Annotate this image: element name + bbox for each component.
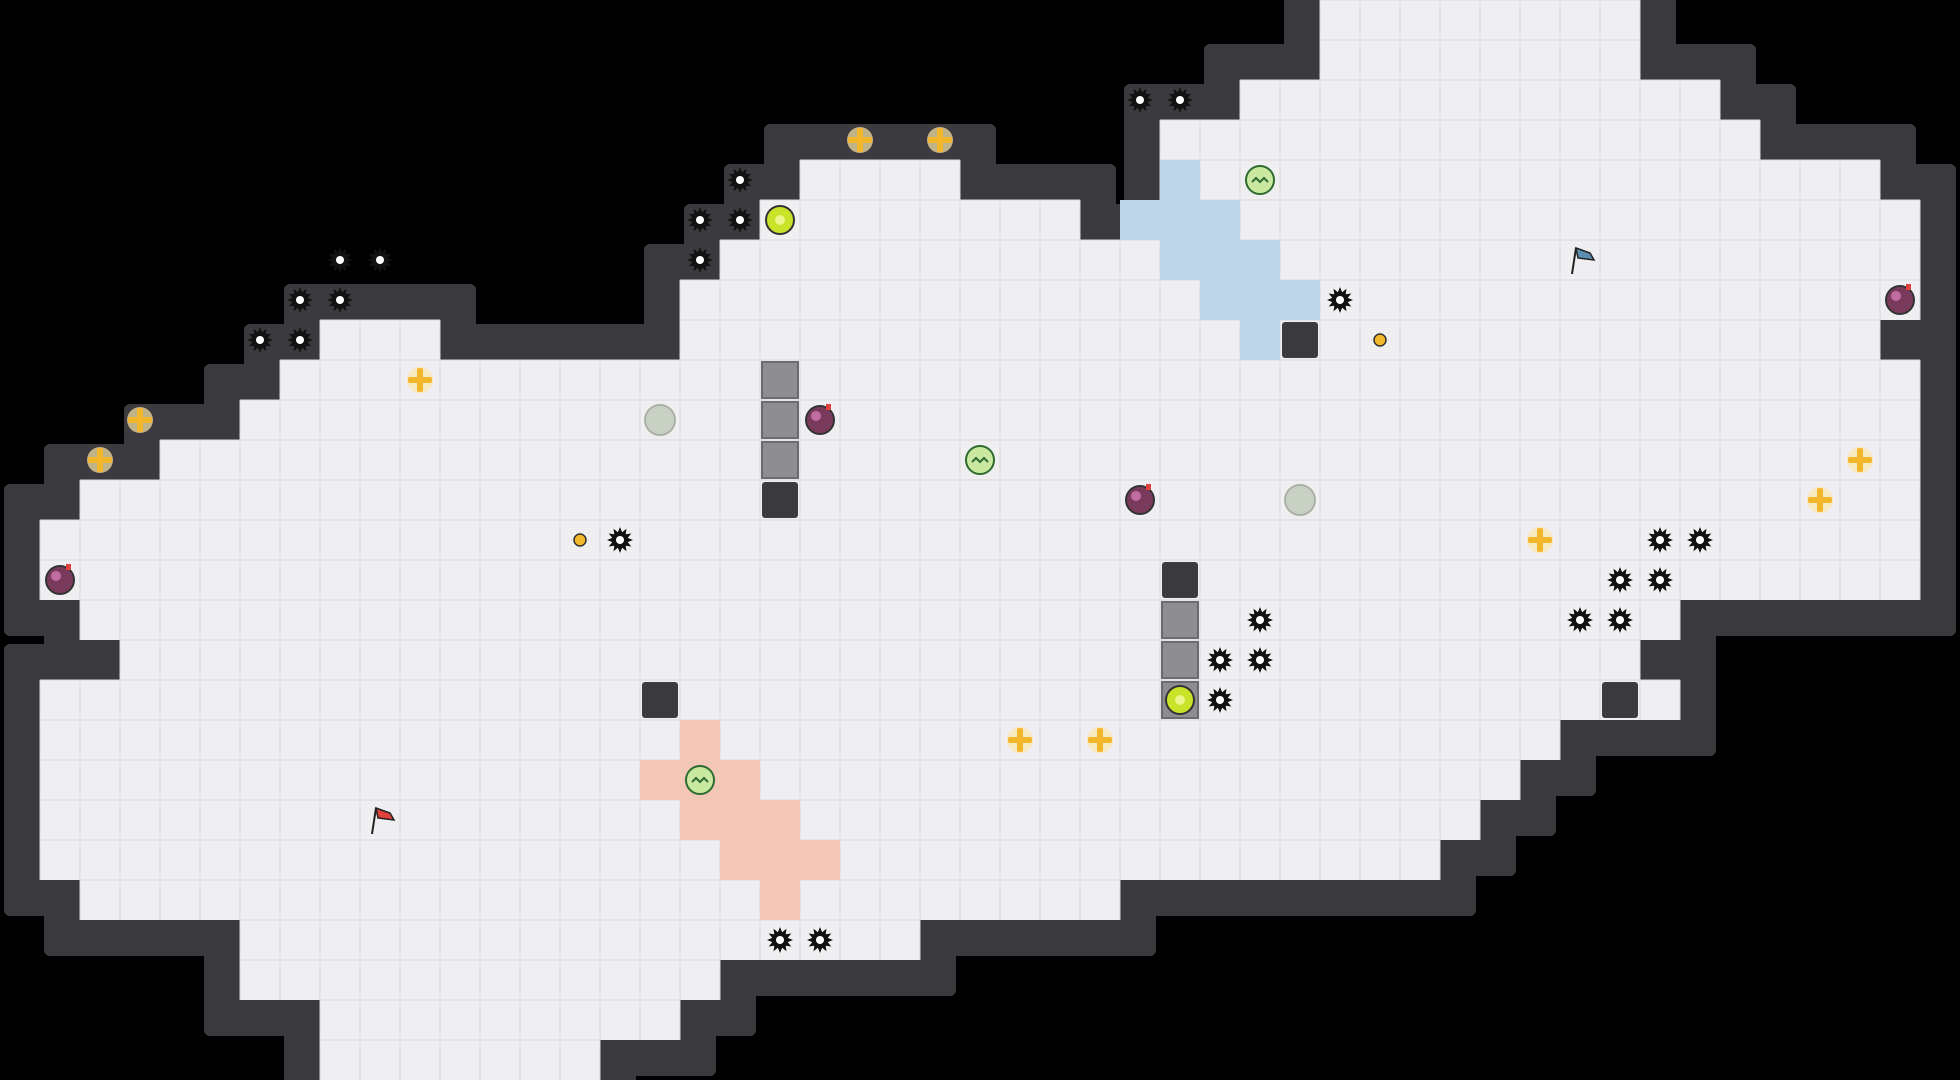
red-team-zone-tile [720,760,760,800]
spike-icon [1607,567,1633,593]
blue-team-zone-tile [1160,200,1200,240]
gate-tile [761,361,799,399]
blue-team-zone-tile [1240,240,1280,280]
red-team-zone-tile [760,880,800,920]
jukejuice-powerup-icon [685,765,715,795]
blue-team-zone-tile [1240,280,1280,320]
spike-icon [727,167,753,193]
wall-block [1602,682,1638,718]
wall-block [762,482,798,518]
blue-flag-icon [1571,246,1596,275]
spike-icon [1207,687,1233,713]
floor-strip [1160,200,1920,240]
floor-strip [320,1040,600,1080]
blue-team-zone-tile [1120,200,1160,240]
speed-boost-icon [927,127,953,153]
red-team-zone-tile [760,800,800,840]
floor-strip [40,560,1920,600]
speed-boost-icon [127,407,153,433]
gate-tile [761,441,799,479]
spike-icon [767,927,793,953]
red-team-zone-tile [720,800,760,840]
map-objects [45,87,1915,953]
jukejuice-powerup-icon [965,445,995,475]
spike-icon [1247,647,1273,673]
spike-icon [1607,607,1633,633]
blue-team-zone-tile [1200,240,1240,280]
red-flag-icon [371,806,396,835]
gate-tile [1161,641,1199,679]
red-team-zone-tile [640,760,680,800]
team-zones [640,160,1320,920]
gate-tile [761,401,799,439]
floor-strip [1160,120,1760,160]
blue-team-zone-tile [1160,240,1200,280]
portal-icon [1284,484,1316,516]
red-team-zone-tile [720,840,760,880]
speed-boost-icon [1007,727,1033,753]
jukejuice-powerup-icon [1245,165,1275,195]
spike-icon [727,207,753,233]
bomb-icon [1885,284,1915,315]
speed-boost-icon [1527,527,1553,553]
button-icon [573,533,587,547]
spike-icon [327,287,353,313]
red-team-zone-tile [680,720,720,760]
gate-tile [1161,601,1199,639]
spike-icon [1327,287,1353,313]
blue-team-zone-tile [1280,280,1320,320]
portal-icon [644,404,676,436]
spike-icon [1167,87,1193,113]
spike-icon [1647,567,1673,593]
floor-strip [280,360,1920,400]
gates [642,322,1638,719]
floor-strip [240,920,920,960]
wall-block [642,682,678,718]
spike-icon [327,247,353,273]
spike-icon [287,287,313,313]
spike-icon [287,327,313,353]
floor-strip [320,320,440,360]
red-team-zone-tile [760,840,800,880]
spike-icon [807,927,833,953]
spike-icon [1127,87,1153,113]
rolling-bomb-powerup-icon [765,205,795,235]
red-team-zone-tile [680,800,720,840]
rolling-bomb-powerup-icon [1165,685,1195,715]
speed-boost-icon [407,367,433,393]
spike-icon [1207,647,1233,673]
wall-block [1162,562,1198,598]
spike-icon [607,527,633,553]
spike-icon [1647,527,1673,553]
blue-team-zone-tile [1200,200,1240,240]
floor-strip [40,680,1680,720]
speed-boost-icon [1847,447,1873,473]
spike-icon [1567,607,1593,633]
wall-block [1282,322,1318,358]
button-icon [1373,333,1387,347]
spike-icon [247,327,273,353]
floor-strip [40,760,1520,800]
speed-boost-icon [1807,487,1833,513]
blue-team-zone-tile [1240,320,1280,360]
bomb-icon [45,564,75,595]
spike-icon [687,247,713,273]
speed-boost-icon [1087,727,1113,753]
blue-team-zone-tile [1160,160,1200,200]
bomb-icon [1125,484,1155,515]
speed-boost-icon [87,447,113,473]
spike-icon [1687,527,1713,553]
spike-icon [687,207,713,233]
blue-team-zone-tile [1200,280,1240,320]
bomb-icon [805,404,835,435]
red-team-zone-tile [800,840,840,880]
spike-icon [1247,607,1273,633]
floor-strip [320,1000,680,1040]
spike-icon [367,247,393,273]
floor-strip [40,520,1920,560]
speed-boost-icon [847,127,873,153]
